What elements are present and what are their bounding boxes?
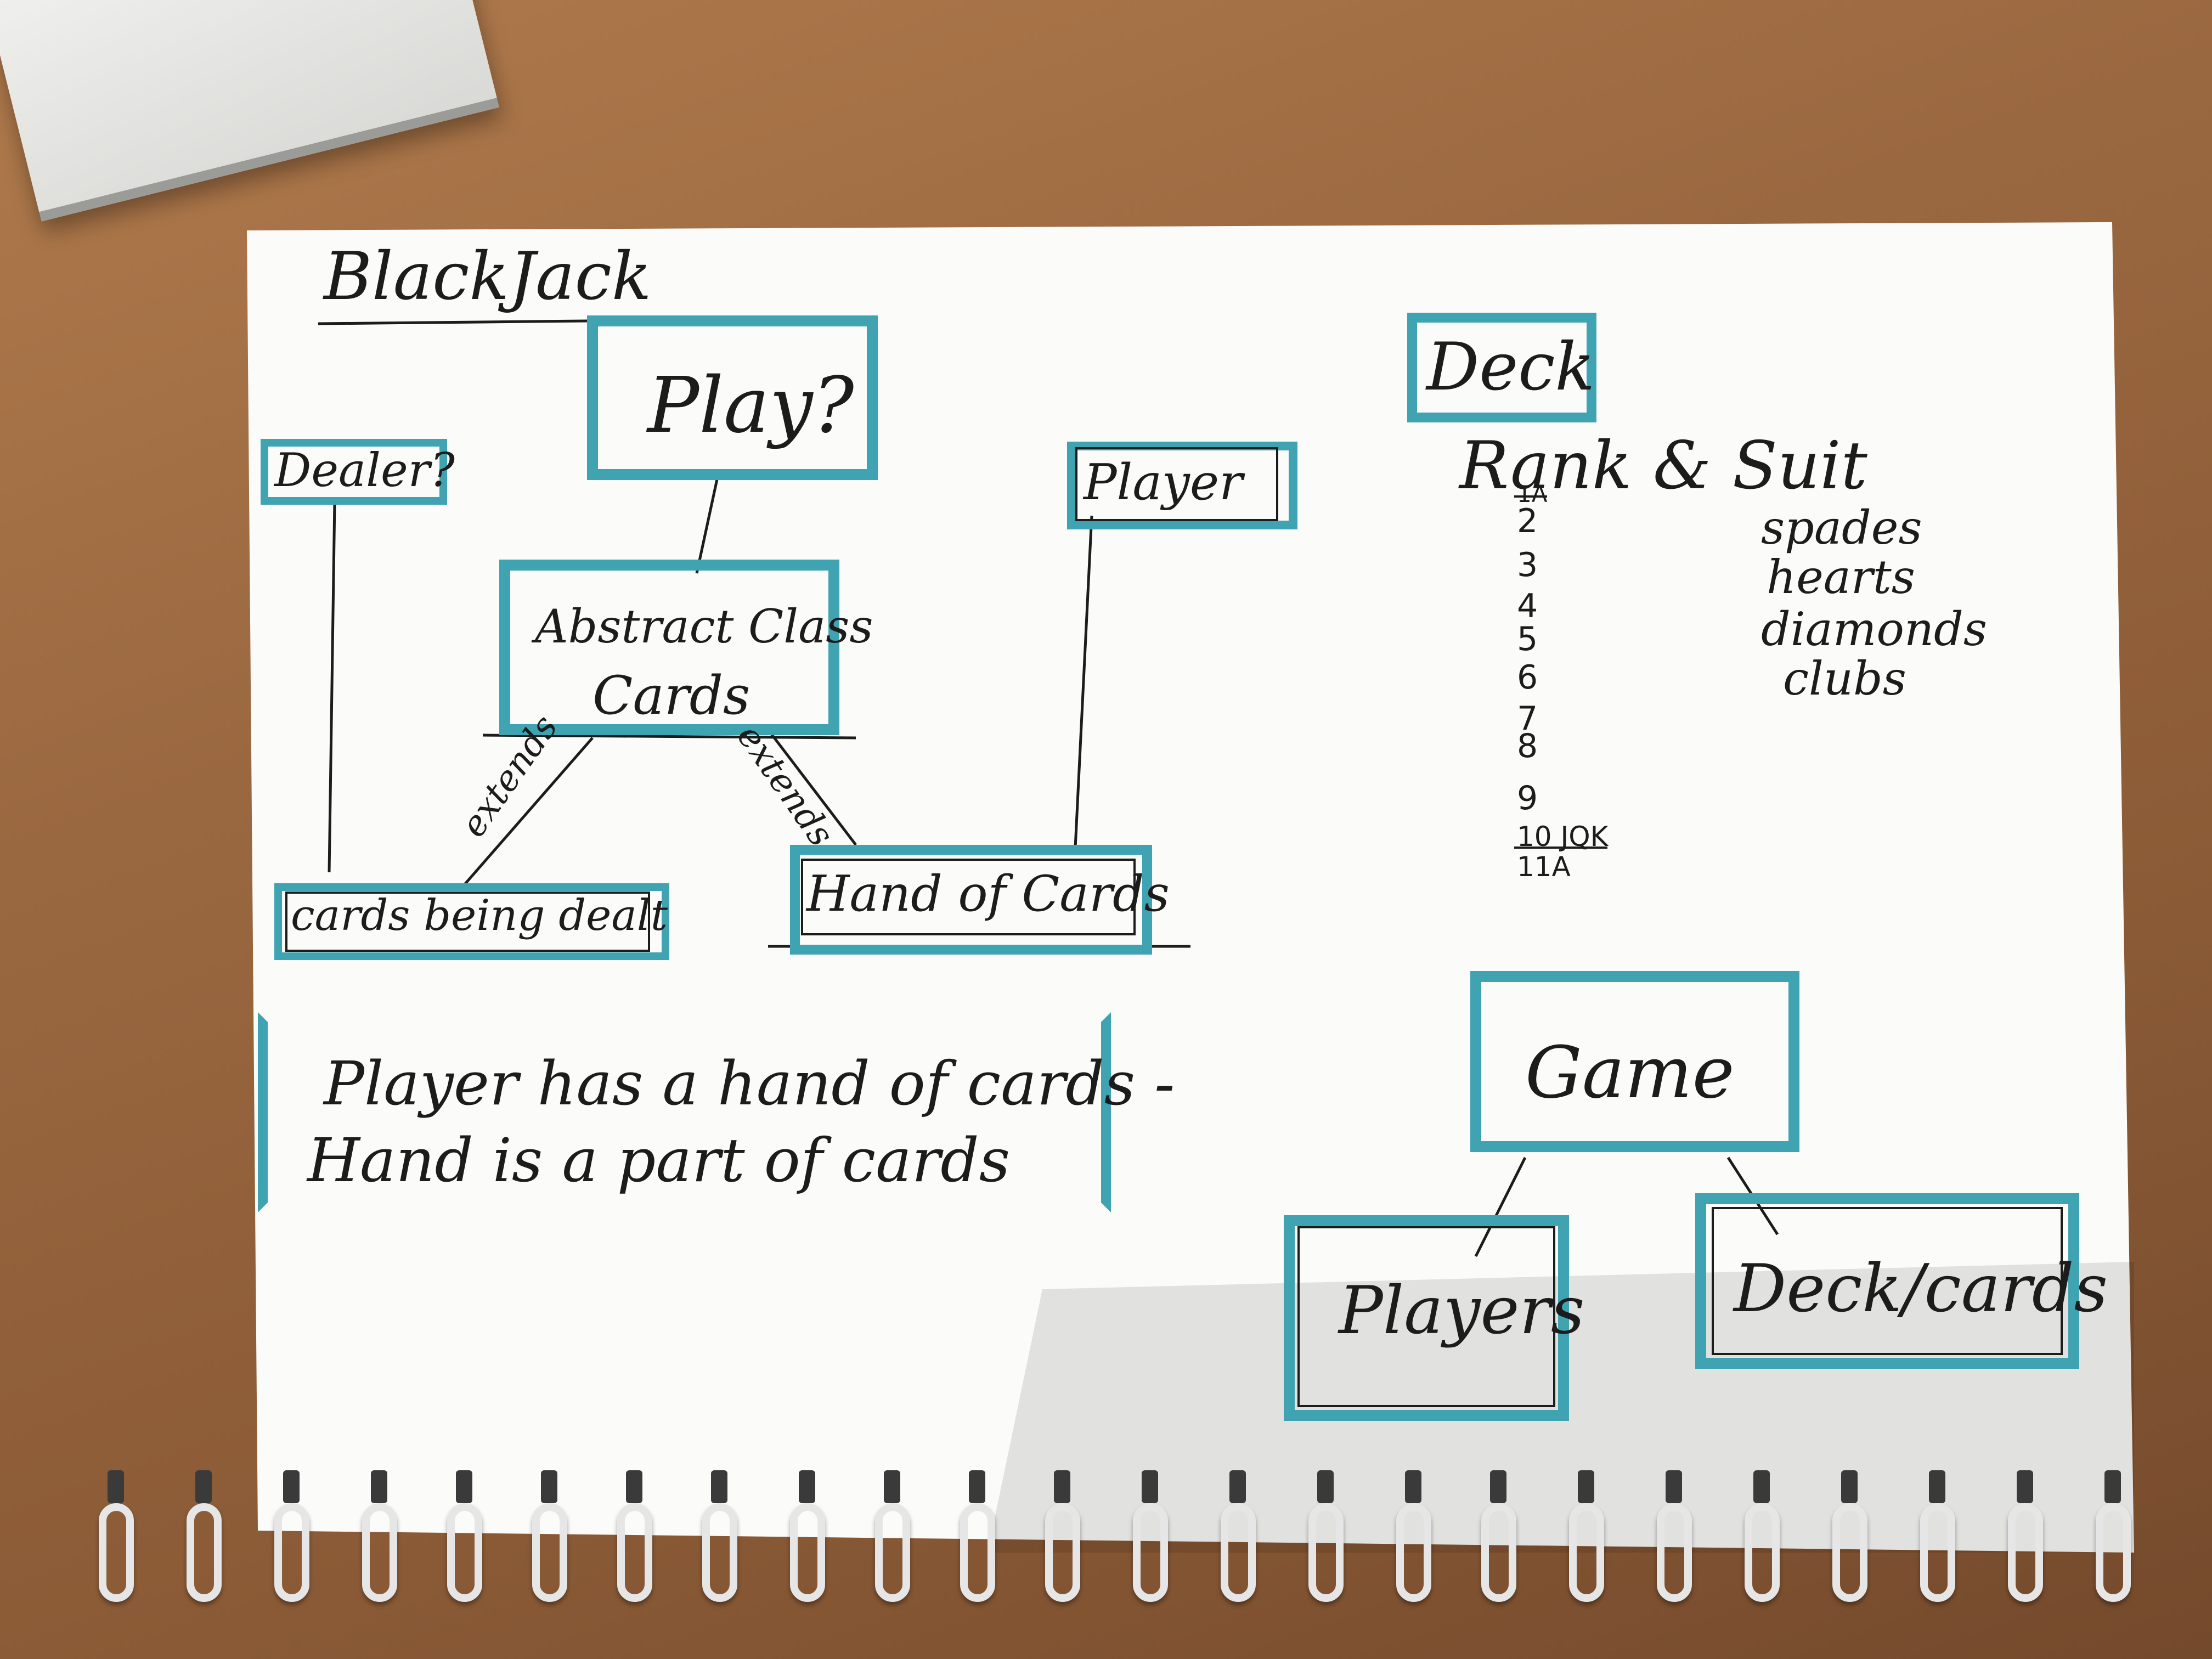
spiral-ring: [2096, 1470, 2134, 1607]
suit-item: spades: [1761, 501, 1922, 555]
spiral-ring: [274, 1470, 313, 1607]
dealer-label: Dealer?: [274, 443, 455, 497]
spiral-ring: [1045, 1470, 1084, 1607]
rank-suit-heading: Rank & Suit: [1459, 428, 1867, 504]
spiral-ring: [1396, 1470, 1435, 1607]
spiral-ring: [790, 1470, 828, 1607]
spiral-ring: [960, 1470, 998, 1607]
spiral-ring: [1221, 1470, 1259, 1607]
rank-item: 5: [1517, 620, 1538, 658]
edge-game-players: [1474, 1156, 1527, 1257]
player-label: Player: [1084, 454, 1243, 511]
cards-being-dealt-node: [274, 883, 669, 960]
players-node: [1284, 1215, 1569, 1421]
hand-of-cards-label: Hand of Cards: [806, 865, 1170, 923]
abstract-cards-node: [499, 560, 839, 735]
player-inner-box: [1075, 447, 1278, 521]
diagram-title: BlackJack: [324, 239, 652, 315]
play-label: Play?: [647, 361, 854, 450]
suit-item: hearts: [1767, 550, 1915, 604]
abstract-class-label: Abstract Class: [535, 600, 873, 653]
spiral-ring: [1920, 1470, 1959, 1607]
rank-item: 4: [1517, 587, 1538, 625]
deck-cards-inner-box: [1712, 1207, 2063, 1355]
rank-item: 6: [1517, 658, 1538, 697]
deck-cards-label: Deck/cards: [1734, 1251, 2108, 1327]
edge-extends-left: [460, 737, 594, 890]
edge-dealer-dealt: [328, 501, 336, 873]
players-label: Players: [1339, 1273, 1585, 1349]
spiral-ring: [1832, 1470, 1871, 1607]
players-inner-box: [1297, 1226, 1555, 1407]
spiral-ring: [617, 1470, 656, 1607]
edge-extends-right: [767, 729, 857, 846]
rank-item: 3: [1517, 546, 1538, 584]
spiral-ring: [532, 1470, 571, 1607]
spiral-ring: [702, 1470, 741, 1607]
spiral-ring: [1133, 1470, 1171, 1607]
cards-label: Cards: [592, 665, 751, 726]
spiral-ring: [1657, 1470, 1695, 1607]
suit-item: clubs: [1783, 652, 1906, 706]
spiral-ring: [875, 1470, 913, 1607]
spiral-ring: [187, 1470, 225, 1607]
note-box: [258, 1012, 1111, 1212]
paper-surface: [247, 222, 2134, 1553]
cards-being-dealt-label: cards being dealt: [291, 891, 668, 940]
deck-cards-node: [1695, 1193, 2079, 1369]
deck-node: [1407, 313, 1596, 422]
deck-label: Deck: [1426, 329, 1595, 405]
abstract-underline: [482, 733, 856, 740]
game-label: Game: [1525, 1031, 1735, 1114]
suit-item: diamonds: [1761, 602, 1987, 656]
title-underline: [318, 319, 588, 325]
rank-item: 2: [1517, 502, 1538, 540]
cards-being-dealt-inner-box: [285, 891, 650, 952]
rank-item: 8: [1517, 727, 1538, 765]
hand-of-cards-inner-box: [801, 859, 1136, 935]
dealer-node: [261, 439, 447, 505]
spiral-ring: [2008, 1470, 2046, 1607]
spiral-ring: [1308, 1470, 1347, 1607]
spiral-ring: [1745, 1470, 1783, 1607]
rank-item: 11A: [1517, 851, 1571, 883]
rank-item: 7: [1517, 699, 1538, 738]
rank-item: 9: [1517, 779, 1538, 817]
edge-play-abstract: [695, 471, 720, 574]
spiral-ring: [362, 1470, 400, 1607]
spiral-ring: [1481, 1470, 1520, 1607]
note-line-2: Hand is a part of cards: [307, 1125, 1011, 1195]
edge-player-hand: [1074, 515, 1093, 848]
play-node: [587, 315, 878, 480]
spiral-ring: [99, 1470, 137, 1607]
note-line-1: Player has a hand of cards -: [324, 1048, 1175, 1119]
rank-item: 1A: [1517, 481, 1548, 507]
game-node: [1470, 971, 1799, 1152]
hand-of-cards-node: [790, 845, 1152, 955]
rank-item: 10 JQK: [1517, 821, 1609, 853]
spiral-ring: [1569, 1470, 1607, 1607]
spiral-ring: [447, 1470, 486, 1607]
